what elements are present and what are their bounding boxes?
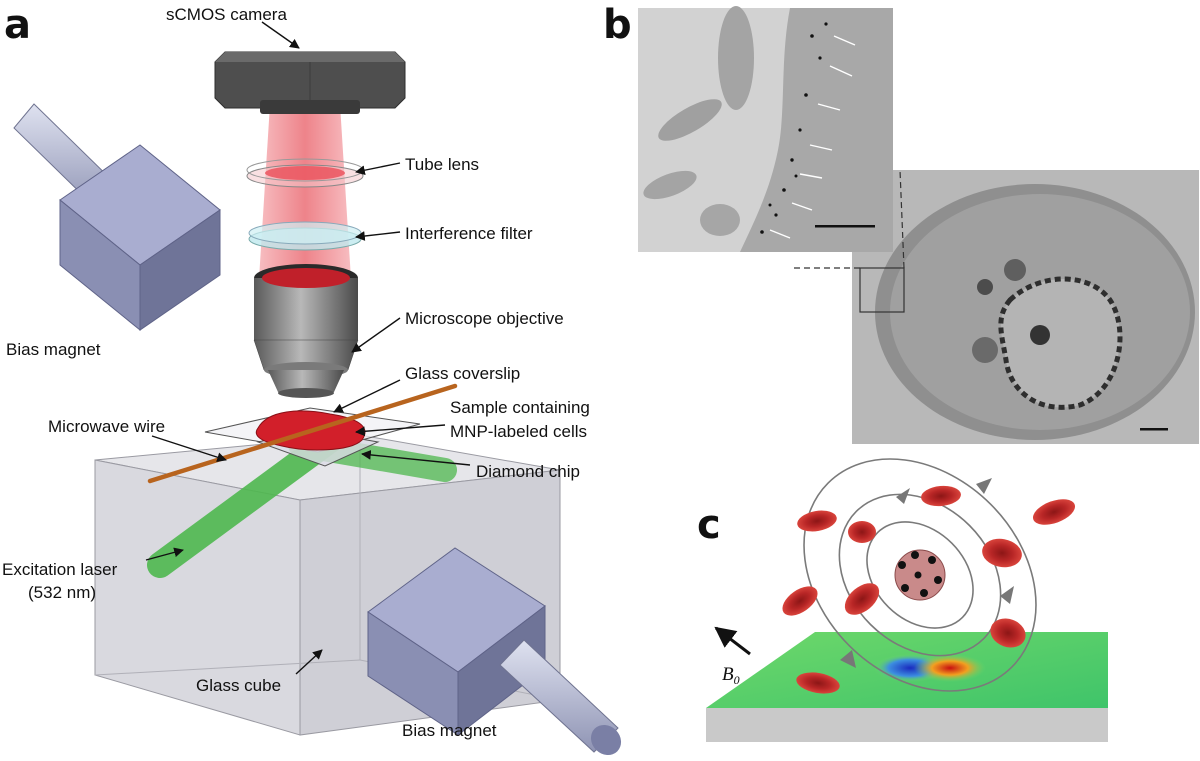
label-sample-line1: Sample containing (450, 398, 590, 417)
panel-a: a (2, 2, 622, 756)
label-microwave-wire: Microwave wire (48, 417, 165, 436)
b0-arrow (714, 626, 751, 656)
mnp-labeled-cell (894, 549, 946, 601)
label-tube-lens: Tube lens (405, 155, 479, 174)
microscope-objective (253, 264, 359, 398)
label-excitation-wavelength: (532 nm) (28, 583, 96, 602)
label-bias-magnet-right: Bias magnet (402, 721, 497, 740)
field-line-arrowheads (840, 478, 1014, 668)
panel-letter-c: c (697, 502, 721, 548)
label-diamond-chip: Diamond chip (476, 462, 580, 481)
label-excitation-laser: Excitation laser (2, 560, 118, 579)
em-image-whole-cell (852, 170, 1199, 444)
label-scmos-camera: sCMOS camera (166, 5, 287, 24)
bias-magnet-right (367, 547, 622, 756)
tube-lens (246, 158, 364, 188)
leader-lines (145, 21, 471, 675)
scmos-camera (214, 51, 406, 114)
bias-magnet-left (13, 103, 221, 332)
b0-label: B0 (722, 664, 740, 687)
em-zoom-guide-top (899, 169, 905, 269)
microwave-wire (147, 383, 458, 484)
label-interference-filter: Interference filter (405, 224, 533, 243)
panel-c: c B0 (697, 458, 1108, 742)
label-glass-cube: Glass cube (196, 676, 281, 695)
panel-letter-a: a (4, 2, 31, 48)
red-blood-cells (782, 485, 1076, 694)
interference-filter (248, 221, 362, 251)
em-image-inset (638, 6, 893, 252)
label-bias-magnet-left: Bias magnet (6, 340, 101, 359)
panel-letter-b: b (603, 2, 632, 48)
panel-b: b (603, 2, 1199, 444)
label-glass-coverslip: Glass coverslip (405, 364, 520, 383)
em-zoom-region-box (859, 267, 905, 313)
label-microscope-objective: Microscope objective (405, 309, 564, 328)
magnetic-field-lines (803, 458, 1037, 692)
label-sample-line2: MNP-labeled cells (450, 422, 587, 441)
